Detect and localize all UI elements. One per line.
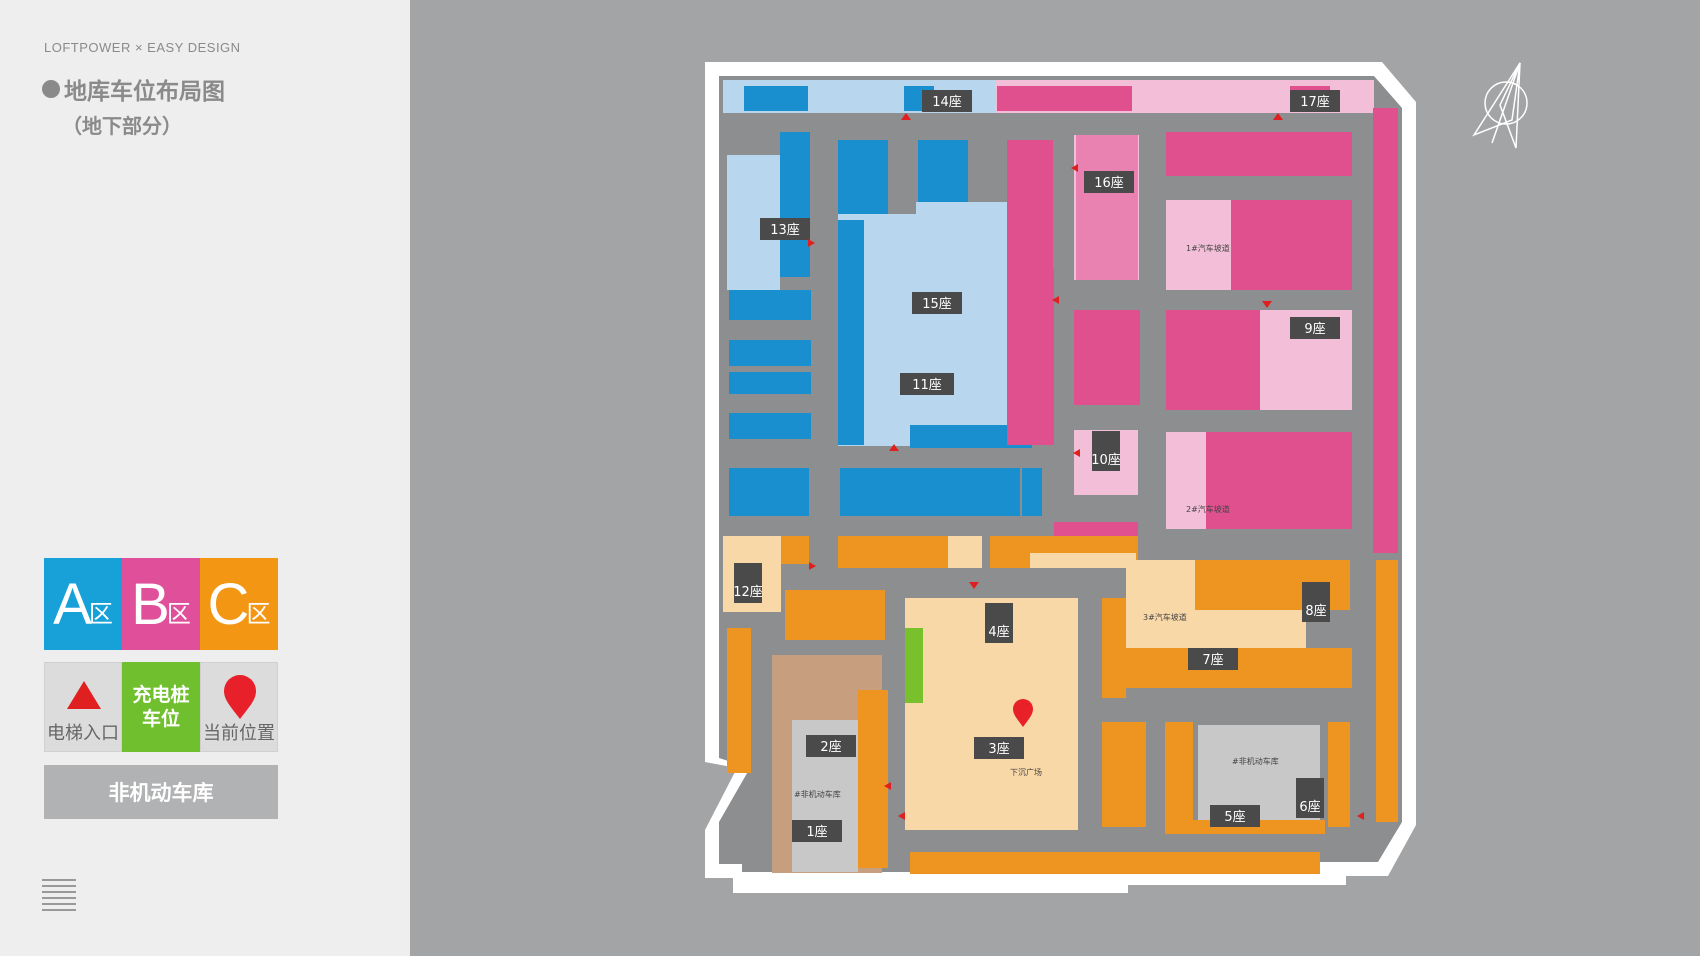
ramp-2-label: 2#汽车坡道 (1186, 504, 1230, 514)
legend-charging[interactable]: 充电桩 车位 (122, 662, 200, 752)
left-panel: LOFTPOWER × EASY DESIGN 地库车位布局图 （地下部分） A… (0, 0, 410, 956)
svg-text:6座: 6座 (1299, 800, 1320, 815)
map-annotations: 1#汽车坡道 2#汽车坡道 3#汽车坡道 #非机动车库 #非机动车库 下沉广场 (794, 243, 1279, 799)
elevator-icon (1071, 164, 1078, 172)
svg-text:12座: 12座 (733, 585, 763, 600)
building-label-16[interactable]: 16座 (1084, 171, 1134, 193)
page-subtitle: （地下部分） (62, 114, 182, 138)
zone-a-suffix: 区 (88, 599, 113, 628)
building-label-13[interactable]: 13座 (760, 218, 810, 240)
elevator-icon (1357, 812, 1364, 820)
elevator-icon (1262, 301, 1272, 308)
building-label-1[interactable]: 1座 (792, 820, 842, 842)
plaza-label: 下沉广场 (1010, 767, 1042, 777)
zone-b-suffix: 区 (166, 599, 191, 628)
elevator-icon (1073, 449, 1080, 457)
page-title-text: 地库车位布局图 (64, 79, 225, 105)
elevator-icon (969, 582, 979, 589)
building-labels: 14座 17座 16座 13座 15座 9座 11座 10座 12座 4座 8座… (733, 90, 1340, 842)
svg-text:3座: 3座 (988, 742, 1009, 757)
brand-text: LOFTPOWER × EASY DESIGN (44, 40, 241, 55)
svg-text:17座: 17座 (1300, 95, 1330, 110)
zone-a-area (723, 80, 1042, 516)
elevator-markers (808, 113, 1364, 820)
page-title: 地库车位布局图 (42, 72, 225, 106)
legend-current-location-label: 当前位置 (203, 723, 275, 744)
building-label-8[interactable]: 8座 (1302, 582, 1330, 622)
elevator-icon (901, 113, 911, 120)
elevator-icon (1273, 113, 1283, 120)
menu-icon[interactable] (42, 878, 78, 914)
svg-text:13座: 13座 (770, 223, 800, 238)
building-label-10[interactable]: 10座 (1091, 431, 1121, 471)
non-motor-label-a: #非机动车库 (794, 789, 841, 799)
ramp-1-label: 1#汽车坡道 (1186, 243, 1230, 253)
elevator-icon (898, 812, 905, 820)
building-label-9[interactable]: 9座 (1290, 317, 1340, 339)
elevator-icon (809, 562, 816, 570)
svg-text:9座: 9座 (1304, 322, 1325, 337)
non-motor-label-b: #非机动车库 (1232, 756, 1279, 766)
legend-current-location[interactable]: 当前位置 (200, 662, 278, 752)
elevator-icon (1052, 296, 1059, 304)
legend-charging-line2: 车位 (141, 708, 180, 730)
building-label-6[interactable]: 6座 (1296, 778, 1324, 818)
legend-elevator-label: 电梯入口 (47, 723, 119, 744)
svg-text:2座: 2座 (820, 740, 841, 755)
svg-text:16座: 16座 (1094, 176, 1124, 191)
building-label-2[interactable]: 2座 (806, 735, 856, 757)
elevator-icon (808, 239, 815, 247)
svg-text:10座: 10座 (1091, 453, 1121, 468)
zone-a-letter: A (53, 571, 92, 637)
zone-c-suffix: 区 (246, 599, 271, 628)
svg-text:8座: 8座 (1305, 604, 1326, 619)
svg-text:5座: 5座 (1224, 810, 1245, 825)
building-label-5[interactable]: 5座 (1210, 805, 1260, 827)
building-label-14[interactable]: 14座 (922, 90, 972, 112)
svg-text:7座: 7座 (1202, 653, 1223, 668)
location-pin-icon (224, 675, 256, 719)
bullet-icon (42, 80, 60, 98)
elevator-triangle-icon (67, 681, 101, 709)
building-label-15[interactable]: 15座 (912, 292, 962, 314)
building-label-3[interactable]: 3座 (974, 737, 1024, 759)
svg-text:4座: 4座 (988, 625, 1009, 640)
current-location-pin-icon (1013, 699, 1033, 727)
ramp-3-label: 3#汽车坡道 (1143, 612, 1187, 622)
zone-b-letter: B (131, 571, 170, 637)
svg-text:11座: 11座 (912, 378, 942, 393)
building-label-12[interactable]: 12座 (733, 563, 763, 603)
svg-text:15座: 15座 (922, 297, 952, 312)
svg-text:1座: 1座 (806, 825, 827, 840)
svg-text:14座: 14座 (932, 95, 962, 110)
building-label-17[interactable]: 17座 (1290, 90, 1340, 112)
elevator-icon (889, 444, 899, 451)
elevator-icon (884, 782, 891, 790)
non-motor-garage-button[interactable]: 非机动车库 (44, 765, 278, 819)
building-label-4[interactable]: 4座 (985, 603, 1013, 643)
legend-elevator[interactable]: 电梯入口 (44, 662, 122, 752)
legend-charging-line1: 充电桩 (132, 684, 190, 706)
zone-c-letter: C (207, 571, 250, 637)
building-label-11[interactable]: 11座 (900, 373, 954, 395)
zone-b-area (995, 80, 1398, 553)
building-label-7[interactable]: 7座 (1188, 648, 1238, 670)
compass-icon (1472, 62, 1528, 149)
